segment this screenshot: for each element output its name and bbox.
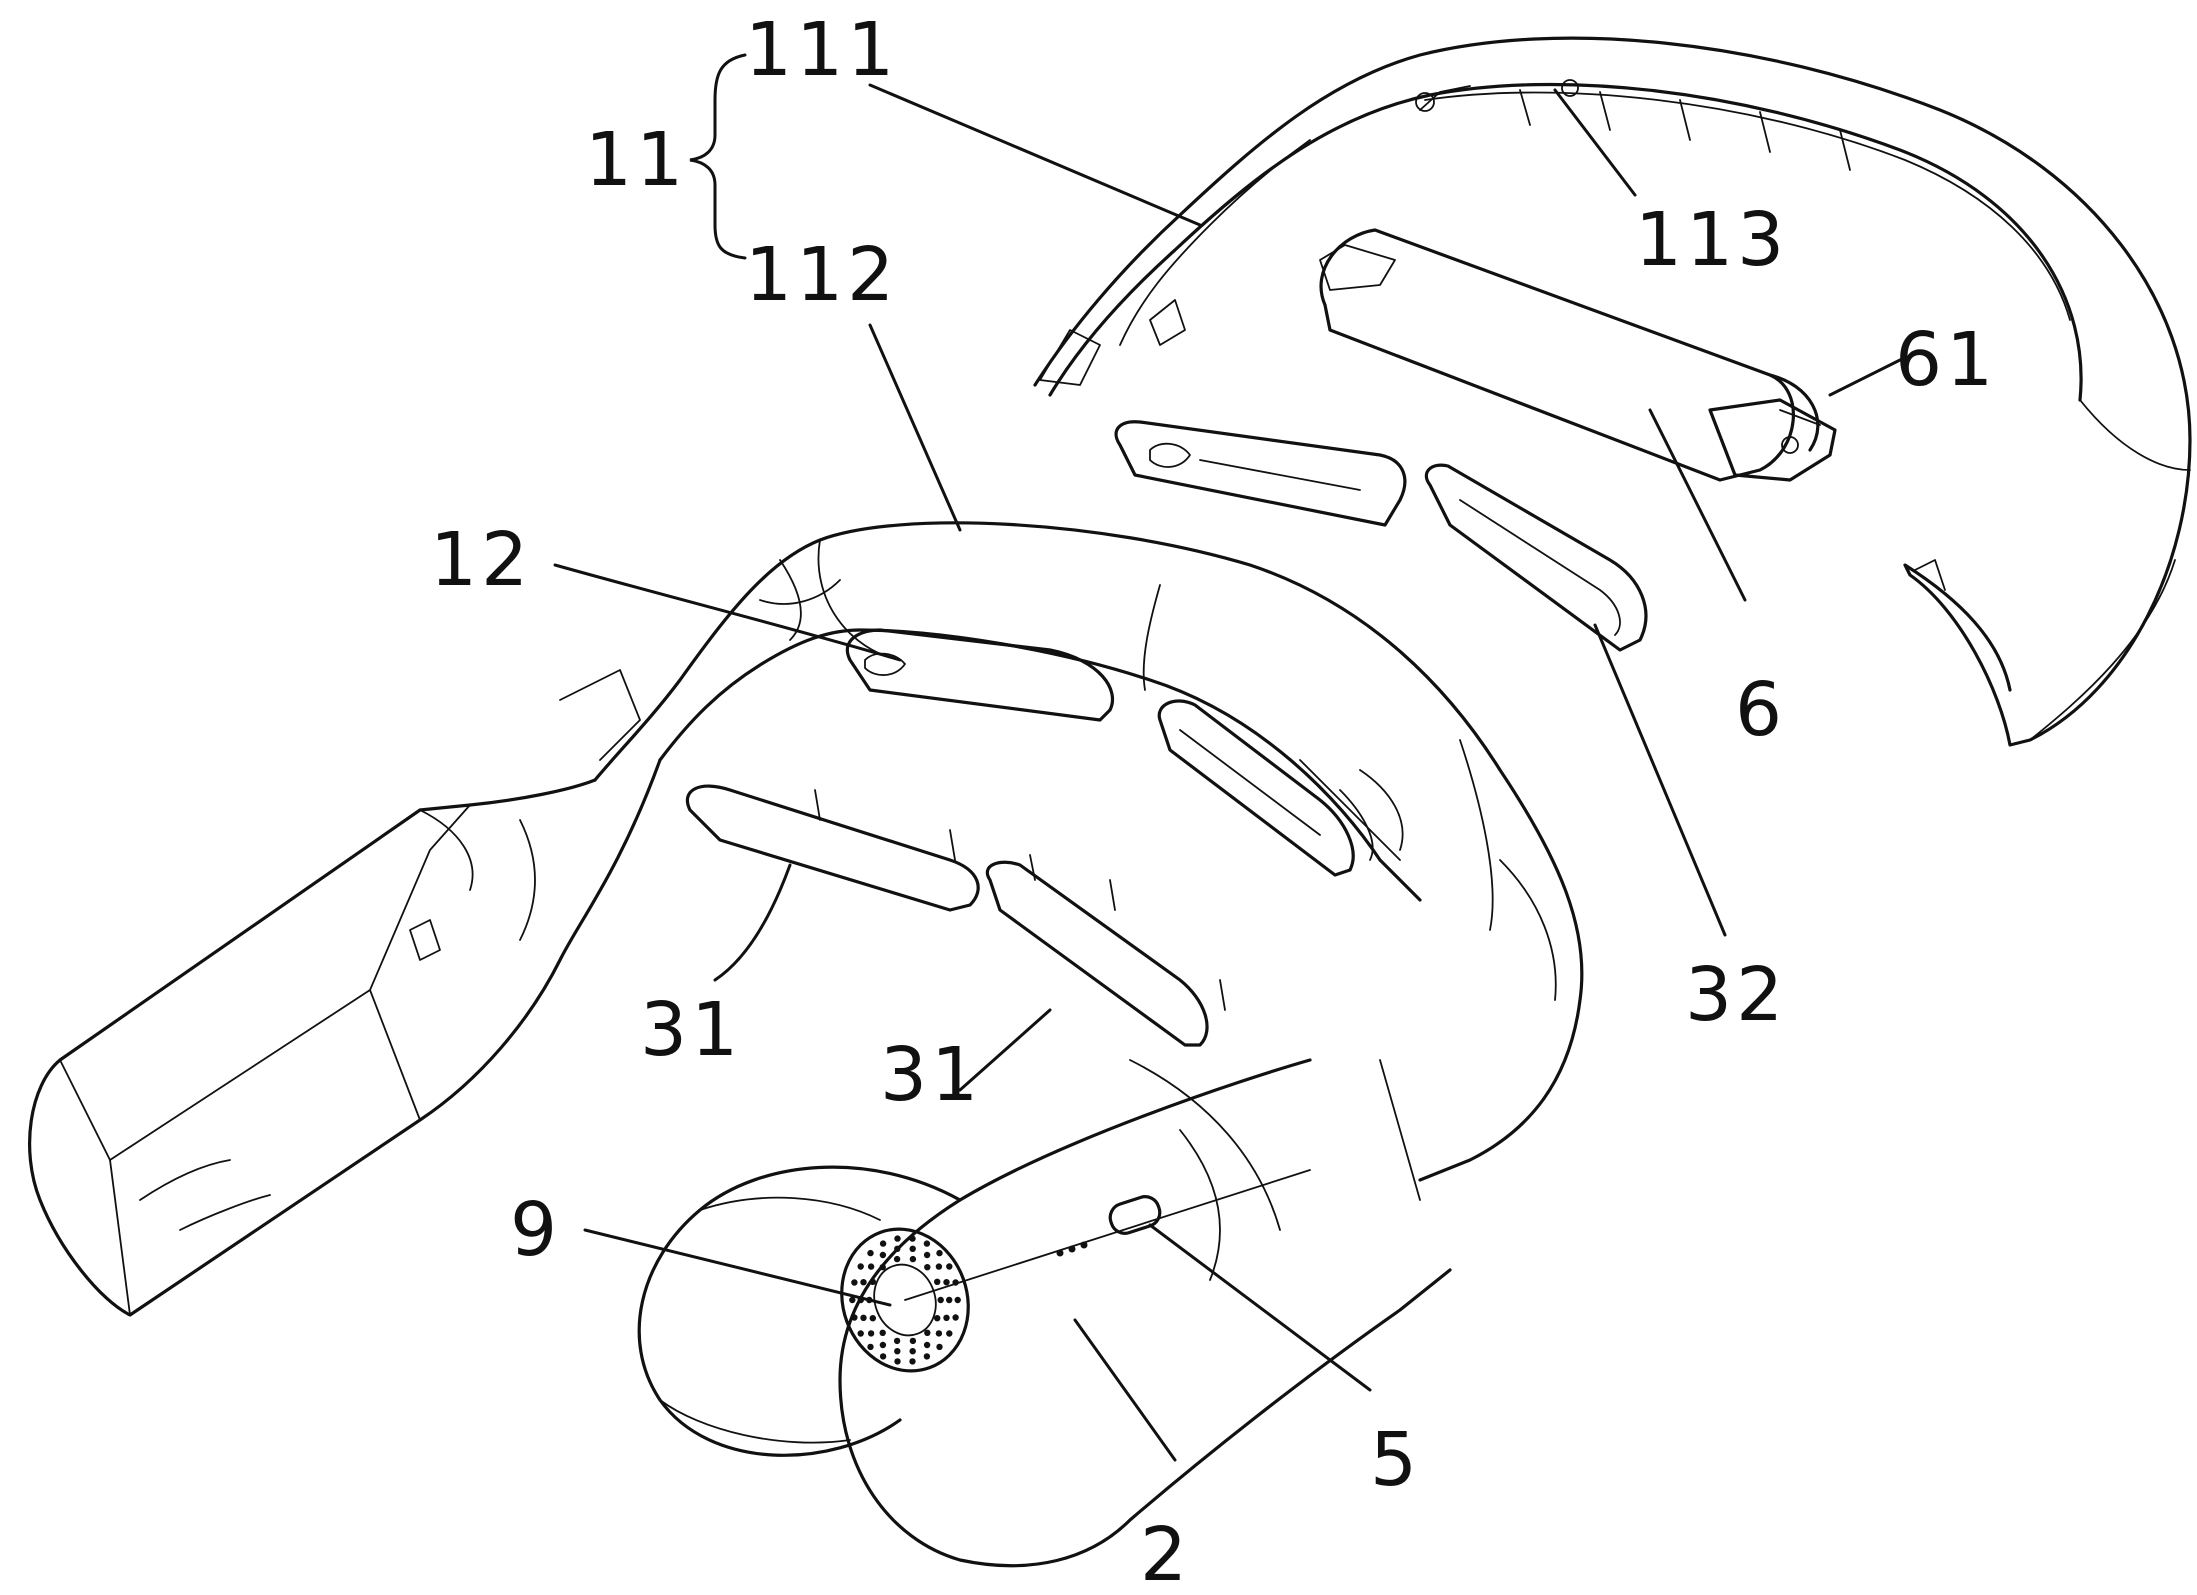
grill-hole xyxy=(867,1250,873,1256)
grill-hole xyxy=(934,1279,940,1285)
grill-hole xyxy=(924,1252,930,1258)
label-31-left: 31 xyxy=(640,987,742,1073)
grill-hole xyxy=(934,1315,940,1321)
grill-hole xyxy=(860,1279,866,1285)
grill-hole xyxy=(952,1314,958,1320)
label-9: 9 xyxy=(510,1187,561,1273)
grill-hole xyxy=(946,1263,952,1269)
grill-hole xyxy=(880,1240,886,1246)
grill-hole xyxy=(880,1264,886,1270)
grill-hole xyxy=(894,1358,900,1364)
grill-hole xyxy=(910,1256,916,1262)
grill-hole xyxy=(924,1240,930,1246)
cover-plate-upper xyxy=(1116,422,1405,525)
grill-hole xyxy=(894,1246,900,1252)
grill-hole xyxy=(858,1263,864,1269)
grill-hole xyxy=(946,1297,952,1303)
label-111: 111 xyxy=(745,7,898,93)
reference-labels: 11 111 112 113 12 6 61 32 31 31 9 5 2 xyxy=(430,7,1997,1595)
upper-shell-111 xyxy=(1035,38,2190,745)
label-113: 113 xyxy=(1635,197,1788,283)
label-6: 6 xyxy=(1735,667,1786,753)
grill-hole xyxy=(880,1353,886,1359)
grill-hole xyxy=(851,1314,857,1320)
grill-hole xyxy=(910,1246,916,1252)
grill-hole xyxy=(909,1358,915,1364)
label-2: 2 xyxy=(1140,1512,1191,1595)
grill-hole xyxy=(868,1330,874,1336)
grill-hole xyxy=(880,1342,886,1348)
label-11: 11 xyxy=(585,117,687,203)
grill-hole xyxy=(943,1315,949,1321)
fan-housing-2 xyxy=(639,1060,1450,1566)
grill-hole xyxy=(909,1235,915,1241)
grill-hole xyxy=(894,1235,900,1241)
grill-hole xyxy=(924,1353,930,1359)
grill-hole xyxy=(943,1279,949,1285)
label-112: 112 xyxy=(745,232,898,318)
label-61: 61 xyxy=(1895,317,1997,403)
grill-hole xyxy=(924,1330,930,1336)
grill-hole xyxy=(894,1338,900,1344)
end-cap-31-left xyxy=(687,786,978,910)
grill-hole xyxy=(867,1344,873,1350)
grill-hole xyxy=(880,1252,886,1258)
grill-hole xyxy=(936,1344,942,1350)
grill-hole xyxy=(860,1315,866,1321)
grill-hole xyxy=(955,1297,961,1303)
grill-hole xyxy=(880,1330,886,1336)
grill-hole xyxy=(870,1279,876,1285)
grill-hole xyxy=(910,1348,916,1354)
grill-hole xyxy=(936,1330,942,1336)
grill-hole xyxy=(924,1342,930,1348)
label-32: 32 xyxy=(1685,952,1787,1038)
grill-hole xyxy=(910,1338,916,1344)
label-31-right: 31 xyxy=(880,1032,982,1118)
grill-hole xyxy=(858,1330,864,1336)
grill-hole xyxy=(868,1263,874,1269)
grill-hole xyxy=(924,1264,930,1270)
label-5: 5 xyxy=(1370,1417,1421,1503)
grill-hole xyxy=(946,1330,952,1336)
grill-hole xyxy=(936,1250,942,1256)
grill-hole xyxy=(894,1348,900,1354)
left-arm-housing xyxy=(30,670,660,1315)
grill-hole xyxy=(952,1279,958,1285)
grill-hole xyxy=(894,1256,900,1262)
grill-hole xyxy=(870,1315,876,1321)
grill-hole xyxy=(936,1263,942,1269)
cover-plate-32 xyxy=(1426,465,1646,650)
grill-hole xyxy=(938,1297,944,1303)
grill-hole xyxy=(851,1279,857,1285)
neckband-body-112 xyxy=(595,523,1582,1180)
label-12: 12 xyxy=(430,517,532,603)
end-cap-31-right xyxy=(987,855,1225,1045)
